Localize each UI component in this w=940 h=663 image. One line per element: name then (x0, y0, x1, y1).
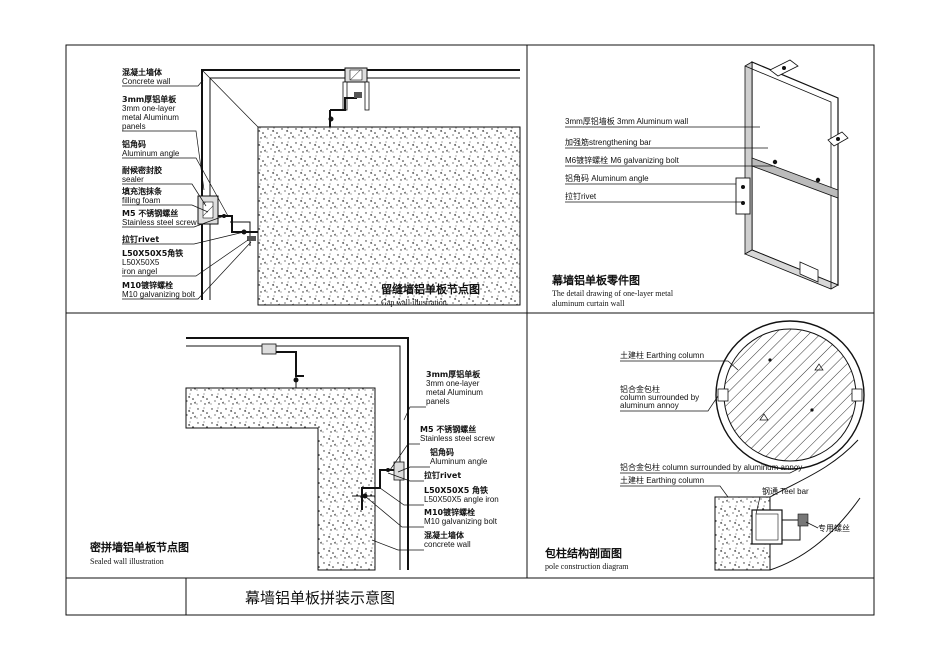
svg-text:M5 不锈钢螺丝: M5 不锈钢螺丝 (420, 424, 476, 434)
svg-text:column surrounded by: column surrounded by (620, 393, 699, 402)
pole-labels: 土建柱 Earthing column 铝合金包柱 column surroun… (620, 350, 850, 533)
svg-text:L50X50X5角铁: L50X50X5角铁 (122, 248, 183, 258)
svg-text:M10 galvanizing bolt: M10 galvanizing bolt (424, 517, 498, 526)
svg-text:Stainless steel screw: Stainless steel screw (420, 434, 495, 443)
svg-text:Aluminum angle: Aluminum angle (430, 457, 488, 466)
pole-section (714, 320, 865, 571)
svg-text:土建柱 Earthing column: 土建柱 Earthing column (620, 475, 704, 485)
svg-text:panels: panels (122, 122, 146, 131)
gap-concrete-wall (257, 126, 521, 306)
svg-text:铝角码 Aluminum angle: 铝角码 Aluminum angle (565, 173, 649, 183)
svg-text:3mm厚铝墙板 3mm Aluminum wall: 3mm厚铝墙板 3mm Aluminum wall (565, 116, 688, 126)
sealed-wall-detail (185, 337, 409, 571)
svg-text:sealer: sealer (122, 175, 144, 184)
svg-text:filling foam: filling foam (122, 196, 161, 205)
svg-text:M5 不锈钢螺丝: M5 不锈钢螺丝 (122, 208, 178, 218)
svg-text:铝角码: 铝角码 (430, 447, 454, 457)
svg-text:铝角码: 铝角码 (122, 139, 146, 149)
svg-text:M10镀锌螺栓: M10镀锌螺栓 (424, 507, 475, 517)
svg-text:Stainless steel screw: Stainless steel screw (122, 218, 197, 227)
sealed-wall-title: 密拼墙铝单板节点图 (90, 540, 189, 554)
svg-text:3mm厚铝单板: 3mm厚铝单板 (122, 94, 177, 104)
svg-text:3mm厚铝单板: 3mm厚铝单板 (426, 369, 481, 379)
pole-subtitle: pole construction diagram (545, 562, 629, 571)
gap-wall-labels: 混凝土墙体 Concrete wall 3mm厚铝单板 3mm one-laye… (122, 67, 252, 300)
panel-parts-drawing (735, 59, 849, 290)
sealed-wall-labels: 3mm厚铝单板 3mm one-layer metal Aluminum pan… (365, 369, 499, 551)
sheet-frame (65, 44, 875, 616)
svg-text:M10镀锌螺栓: M10镀锌螺栓 (122, 280, 173, 290)
svg-text:3mm one-layer: 3mm one-layer (122, 104, 176, 113)
svg-text:L50X50X5: L50X50X5 (122, 258, 160, 267)
svg-text:M6镀锌螺栓 M6 galvanizing bolt: M6镀锌螺栓 M6 galvanizing bolt (565, 155, 680, 165)
svg-text:填充泡抹条: 填充泡抹条 (122, 186, 163, 196)
svg-text:拉钉rivet: 拉钉rivet (565, 191, 597, 201)
svg-text:aluminum annoy: aluminum annoy (620, 401, 679, 410)
gap-wall-subtitle: Gap wall illustration (381, 298, 447, 307)
panel-parts-labels: 3mm厚铝墙板 3mm Aluminum wall 加强筋strengtheni… (565, 116, 775, 203)
panel-parts-subtitle-line1: The detail drawing of one-layer metal (552, 289, 674, 298)
panel-parts-subtitle-line2: aluminum curtain wall (552, 299, 625, 308)
svg-text:L50X50X5 角铁: L50X50X5 角铁 (424, 485, 488, 495)
svg-text:铝合金包柱 column surrounded by alu: 铝合金包柱 column surrounded by aluminum anno… (620, 462, 802, 472)
svg-text:土建柱 Earthing column: 土建柱 Earthing column (620, 350, 704, 360)
svg-text:混凝土墙体: 混凝土墙体 (424, 530, 465, 540)
svg-text:Concrete wall: Concrete wall (122, 77, 171, 86)
sheet-main-title: 幕墙铝单板拼装示意图 (245, 589, 395, 607)
earthing-column (723, 328, 857, 462)
svg-text:铝合金包柱: 铝合金包柱 (620, 384, 660, 394)
pole-title: 包柱结构剖面图 (544, 546, 622, 560)
svg-text:混凝土墙体: 混凝土墙体 (122, 67, 163, 77)
svg-text:3mm one-layer: 3mm one-layer (426, 379, 480, 388)
gap-wall-detail (197, 67, 521, 306)
svg-text:M10 galvanizing bolt: M10 galvanizing bolt (122, 290, 196, 299)
svg-text:L50X50X5 angle iron: L50X50X5 angle iron (424, 495, 499, 504)
svg-text:Aluminum angle: Aluminum angle (122, 149, 180, 158)
svg-text:耐候密封胶: 耐候密封胶 (122, 165, 162, 175)
svg-text:metal Aluminum: metal Aluminum (426, 388, 483, 397)
gap-wall-title: 留缝墙铝单板节点图 (381, 282, 480, 296)
sealed-wall-subtitle: Sealed wall illustration (90, 557, 164, 566)
sealed-concrete-wall (185, 387, 376, 571)
svg-text:专用螺丝: 专用螺丝 (818, 523, 850, 533)
svg-text:concrete wall: concrete wall (424, 540, 471, 549)
svg-text:钢通 Teel bar: 钢通 Teel bar (762, 486, 809, 496)
svg-text:metal Aluminum: metal Aluminum (122, 113, 179, 122)
svg-text:加强筋strengthening bar: 加强筋strengthening bar (565, 137, 652, 147)
svg-text:拉钉rivet: 拉钉rivet (424, 470, 461, 480)
svg-text:拉钉rivet: 拉钉rivet (122, 234, 159, 244)
svg-text:iron angel: iron angel (122, 267, 157, 276)
svg-text:panels: panels (426, 397, 450, 406)
panel-parts-title: 幕墙铝单板零件图 (551, 273, 640, 287)
